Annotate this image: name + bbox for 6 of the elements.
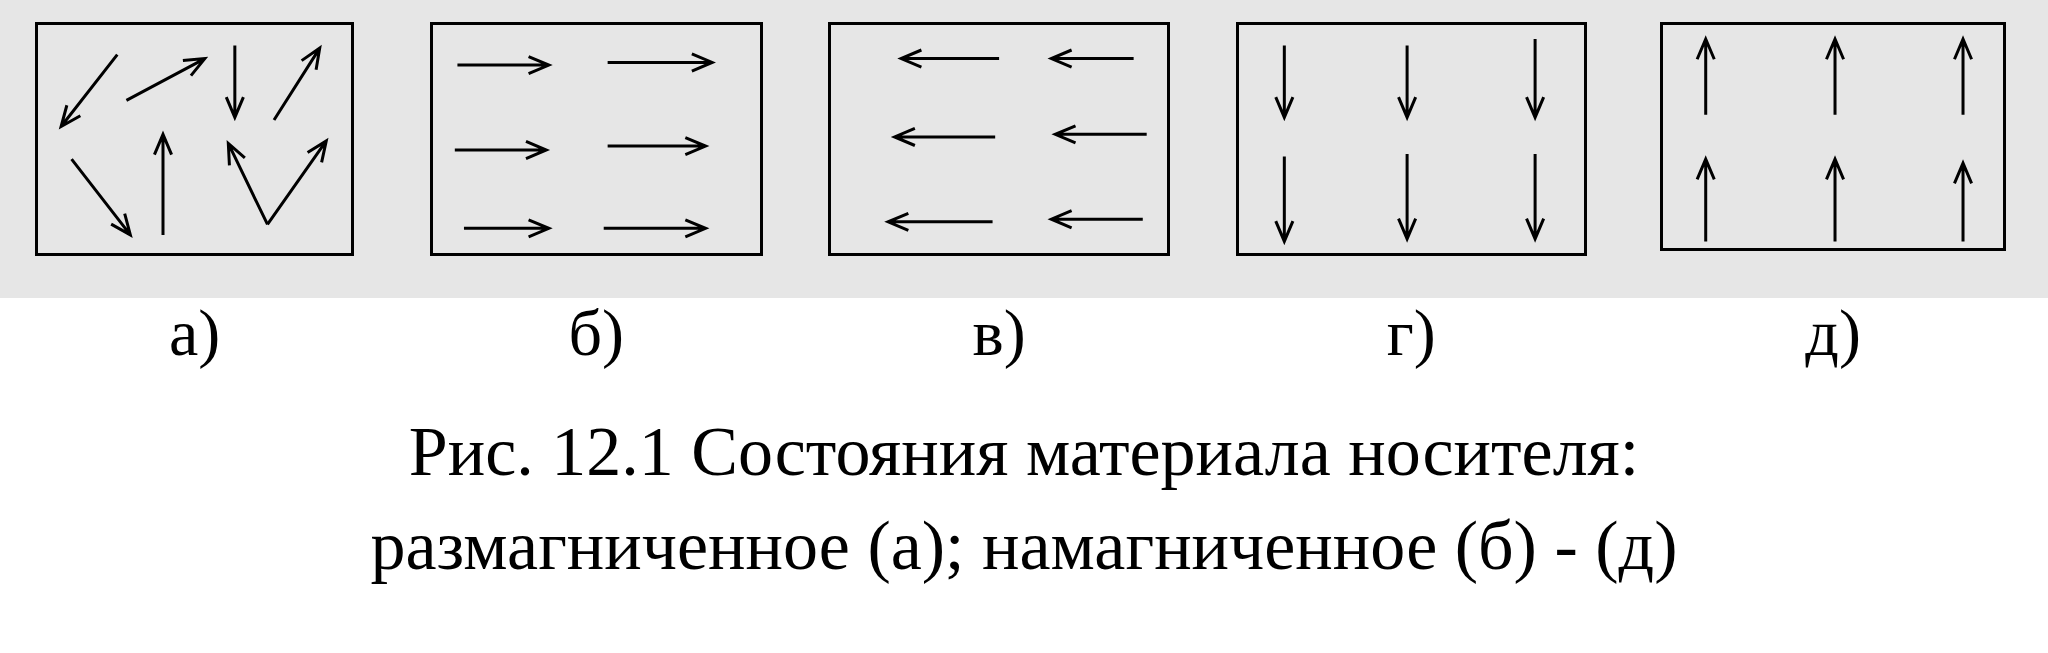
- panel-box: [429, 22, 763, 256]
- panel-box: [828, 22, 1171, 256]
- figure-caption: Рис. 12.1 Состояния материала носителя: размагниченное (а); намагниченное (б) - (д): [369, 412, 1679, 586]
- panel-box: [35, 22, 354, 256]
- panel-box: [1660, 22, 2007, 251]
- panel-box: [1235, 22, 1587, 256]
